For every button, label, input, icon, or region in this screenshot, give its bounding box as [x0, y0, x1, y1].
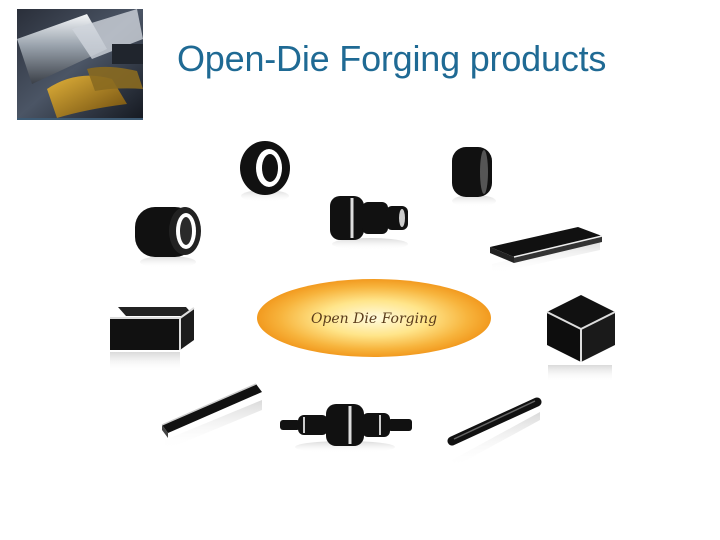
product-flat-plate	[490, 227, 602, 274]
product-round-bar	[452, 401, 540, 468]
center-ellipse: Open Die Forging	[257, 279, 491, 357]
product-stepped-spindle	[280, 404, 412, 453]
product-cube	[547, 295, 615, 382]
product-stepped-shaft	[330, 196, 408, 250]
product-hollow-ring	[135, 207, 201, 268]
product-rectangular-block	[110, 307, 194, 372]
product-ring-on-edge	[240, 141, 290, 202]
product-thick-disc	[452, 147, 496, 207]
center-label: Open Die Forging	[311, 311, 437, 327]
product-square-bar	[162, 384, 262, 450]
